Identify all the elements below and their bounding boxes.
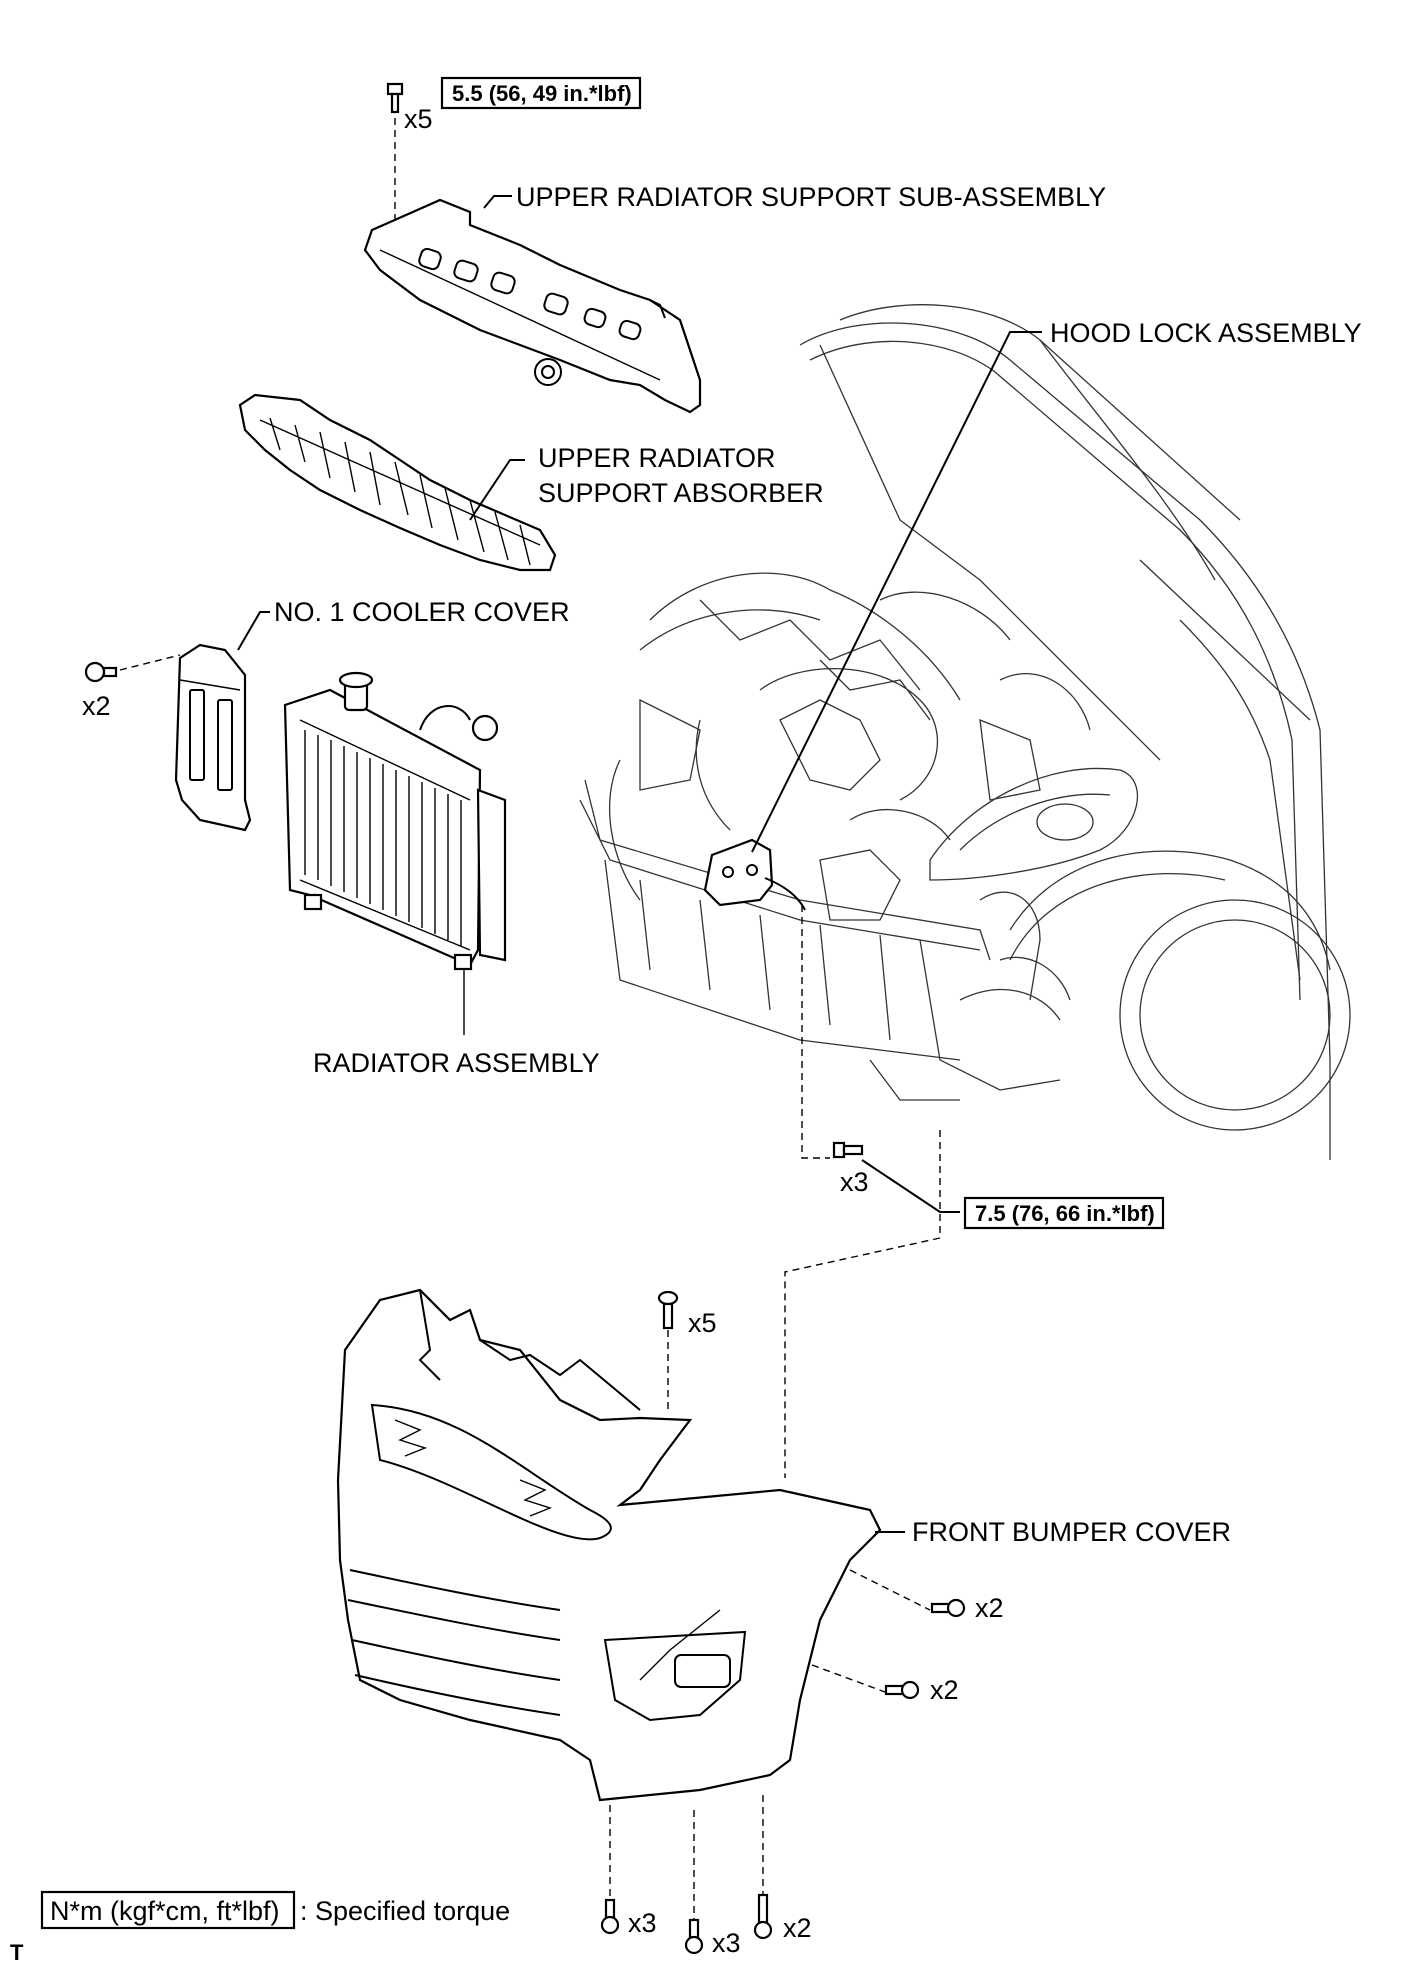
torque-legend: N*m (kgf*cm, ft*lbf) : Specified torque (40, 1890, 510, 1930)
hood-lock-bolts-qty: x3 (840, 1167, 869, 1197)
bumper-top-clip-icon (657, 1290, 679, 1330)
legend-unit-box (40, 1890, 296, 1930)
hood-lock-torque-value: 7.5 (76, 66 in.*lbf) (975, 1201, 1155, 1226)
absorber-label-line2: SUPPORT ABSORBER (538, 478, 824, 508)
bumper-bottom-left-screw-icon (600, 1898, 620, 1935)
bumper-top-clips-qty: x5 (688, 1308, 717, 1338)
bumper-bottom-center-qty: x3 (712, 1928, 741, 1958)
cooler-clips-qty: x2 (82, 691, 111, 721)
hood-lock-bolt-icon (832, 1141, 864, 1159)
bumper-bottom-right-screw-icon (753, 1893, 773, 1940)
bumper-side-lower-qty: x2 (930, 1675, 959, 1705)
cooler-cover-part (174, 643, 252, 832)
hood-lock-torque-box (963, 1196, 1165, 1230)
cooler-cover-label: NO. 1 COOLER COVER (274, 597, 570, 627)
bumper-side-screw-upper-icon (930, 1598, 966, 1618)
upper-torque-value: 5.5 (56, 49 in.*lbf) (452, 81, 632, 106)
corner-mark: T (10, 1940, 24, 1963)
bumper-side-upper-qty: x2 (975, 1593, 1004, 1623)
upper-support-bolt-icon (386, 82, 404, 114)
bumper-bottom-left-qty: x3 (628, 1908, 657, 1938)
upper-radiator-support-part (363, 198, 702, 414)
bumper-side-screw-lower-icon (884, 1680, 920, 1700)
radiator-part (283, 671, 507, 971)
legend-description: : Specified torque (300, 1896, 510, 1926)
upper-radiator-absorber-part (238, 393, 557, 572)
vehicle-front-outline (579, 304, 1351, 1160)
bumper-bottom-center-screw-icon (684, 1918, 704, 1955)
hood-lock-part (703, 838, 806, 911)
bumper-cover-label: FRONT BUMPER COVER (912, 1517, 1231, 1547)
upper-torque-box (440, 76, 642, 110)
upper-bolts-qty: x5 (404, 104, 433, 134)
radiator-label: RADIATOR ASSEMBLY (313, 1048, 600, 1078)
absorber-label-line1: UPPER RADIATOR (538, 443, 776, 473)
upper-radiator-support-label: UPPER RADIATOR SUPPORT SUB-ASSEMBLY (516, 182, 1106, 212)
legend-unit: N*m (kgf*cm, ft*lbf) (50, 1896, 280, 1926)
front-bumper-cover-part (336, 1288, 882, 1802)
hood-lock-label: HOOD LOCK ASSEMBLY (1050, 318, 1362, 348)
bumper-bottom-right-qty: x2 (783, 1913, 812, 1943)
cooler-clip-icon (84, 661, 118, 683)
